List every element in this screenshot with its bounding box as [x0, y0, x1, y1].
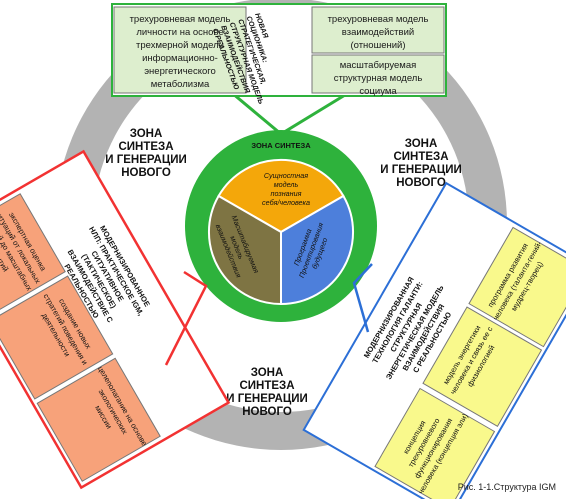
text-line: (отношений): [350, 40, 405, 51]
blue-box-top-a: [422, 306, 543, 427]
text-line: НОВОГО: [242, 406, 292, 418]
text-line: структурная модель: [334, 73, 423, 84]
text-line: личности на основе: [136, 27, 223, 38]
wedge-right: [280, 194, 354, 306]
red-block: МОДЕРНИЗИРОВАННОЕНЛП: ПРАКТИЧЕСКОЕ IGM,С…: [0, 149, 231, 490]
text-line: метаболизма: [151, 79, 210, 90]
text-line: энергетического: [144, 66, 216, 77]
blue-box-top-b: [468, 226, 566, 348]
text-line: ЗОНА: [130, 128, 163, 140]
text-line: И ГЕНЕРАЦИИ: [226, 393, 308, 405]
text-line: масштабируемая: [340, 60, 417, 71]
text-line: событий: [0, 243, 10, 273]
text-line: СИНТЕЗА: [118, 141, 173, 153]
red-box-bottom-left: [36, 357, 161, 482]
text-line: познания: [271, 189, 302, 198]
red-box-top: [0, 193, 66, 318]
text-line: СИНТЕЗА: [239, 380, 294, 392]
text-line: социума: [359, 86, 397, 97]
text-line: себя/человека: [262, 198, 310, 207]
text-line: трехуровневая модель: [328, 14, 429, 25]
text-line: И ГЕНЕРАЦИИ: [380, 164, 462, 176]
wedge-left: [208, 194, 282, 306]
text-line: НОВОГО: [121, 167, 171, 179]
blue-box-bottom: [374, 387, 496, 504]
text-line: ЗОНА: [405, 138, 438, 150]
red-box-bottom-right: [0, 275, 114, 400]
text-line: ЗОНА: [251, 367, 284, 379]
text-line: взаимодействий: [342, 27, 414, 38]
text-line: НОВОГО: [396, 177, 446, 189]
green-box-right-bottom: [311, 54, 445, 94]
inner-ring-label: ЗОНА СИНТЕЗА: [251, 141, 311, 150]
text-line: И ГЕНЕРАЦИИ: [105, 154, 187, 166]
text-line: информационно-: [142, 53, 218, 64]
green-box-right-bottom-text: масштабируемая структурная модель социума: [334, 60, 423, 97]
green-box-right-top-text: трехуровневая модель взаимодействий (отнош…: [328, 14, 429, 51]
text-line: Сущностная: [264, 171, 308, 180]
blue-connector: [352, 263, 373, 333]
figure-caption: Рис. 1-1.Структура IGM: [458, 482, 556, 492]
text-line: трехуровневая модель: [130, 14, 231, 25]
green-box-left-text: трехуровневая модель личности на основе тр…: [130, 14, 231, 90]
green-connector: [225, 86, 346, 136]
green-box-right-top: [311, 6, 445, 54]
red-connector: [164, 270, 208, 366]
blue-block: МОДЕРНИЗИРОВАННАЯТЕХНОЛОГИЯ ГАЛАНТИ:СТРУ…: [302, 181, 566, 504]
green-box-left: [113, 6, 247, 94]
text-line: трехмерной модели: [136, 40, 224, 51]
text-line: модель: [274, 180, 299, 189]
text-line: СИНТЕЗА: [393, 151, 448, 163]
